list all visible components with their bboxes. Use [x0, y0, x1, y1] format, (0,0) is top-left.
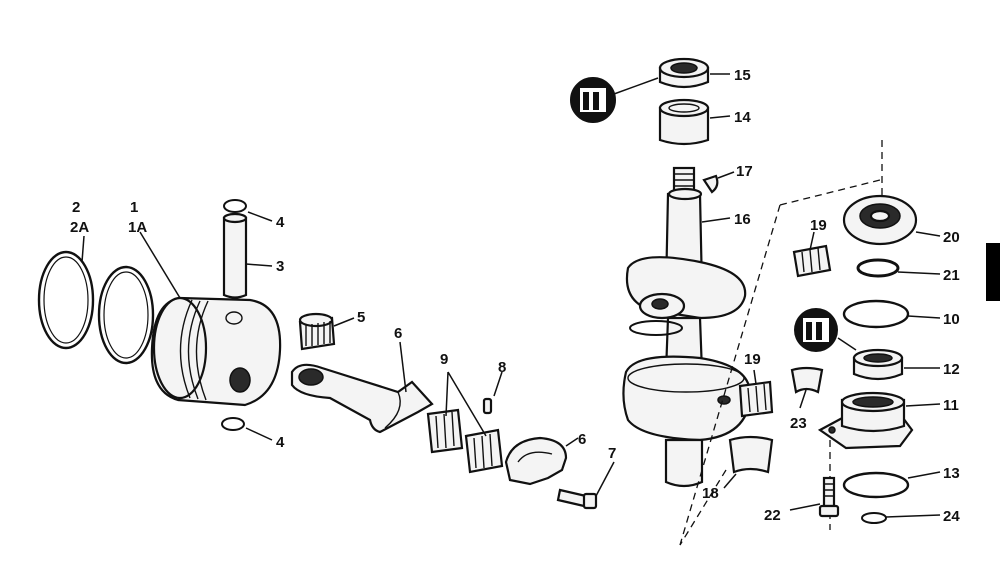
ball-bearing-20: [842, 194, 918, 246]
piston-ring-1: [97, 265, 155, 365]
bearing-liner-18: [728, 435, 774, 474]
piston-ring-2: [37, 250, 95, 350]
main-bearing-19-lower: [738, 380, 774, 418]
callout-6-rod: 6: [394, 325, 402, 342]
callout-2a: 2A: [70, 219, 89, 236]
retaining-clip-upper: [223, 199, 247, 213]
seal-symbol-icon: [570, 77, 616, 123]
rod-cap-screw: [556, 488, 598, 510]
piston: [150, 296, 282, 407]
callout-17: 17: [736, 163, 753, 180]
main-bearing-19-upper: [792, 244, 832, 278]
seal-symbol-icon-2: [794, 308, 838, 352]
callout-12: 12: [943, 361, 960, 378]
bearing-cage-9a: [426, 408, 464, 454]
crankshaft: [622, 166, 752, 488]
callout-19-lower: 19: [744, 351, 761, 368]
woodruff-key: [702, 174, 719, 194]
retaining-clip-lower: [221, 417, 245, 431]
housing-screw-22: [818, 476, 840, 518]
callout-1: 1: [130, 199, 138, 216]
callout-16: 16: [734, 211, 751, 228]
oil-seal-12: [852, 348, 904, 381]
callout-9: 9: [440, 351, 448, 368]
washer-24: [861, 512, 887, 524]
callout-14: 14: [734, 109, 751, 126]
leader-lines: [81, 73, 941, 518]
dowel-pin: [482, 397, 493, 415]
callout-3: 3: [276, 258, 284, 275]
callout-20: 20: [943, 229, 960, 246]
callout-13: 13: [943, 465, 960, 482]
bearing-cage-9b: [464, 428, 504, 474]
bearing-housing-11: [817, 391, 914, 450]
callout-15: 15: [734, 67, 751, 84]
callout-19-upper: 19: [810, 217, 827, 234]
callout-11: 11: [943, 397, 959, 414]
callout-10: 10: [943, 311, 960, 328]
callout-22: 22: [764, 507, 781, 524]
snap-ring-21: [856, 258, 900, 278]
callout-2: 2: [72, 199, 80, 216]
callout-4-upper: 4: [276, 214, 285, 231]
needle-bearing-5: [298, 312, 336, 351]
bearing-half-23: [790, 366, 824, 394]
callout-7: 7: [608, 445, 616, 462]
o-ring-13: [842, 471, 910, 499]
rod-cap: [504, 436, 568, 486]
callout-18: 18: [702, 485, 719, 502]
callout-4-lower: 4: [276, 434, 285, 451]
needle-bearing-14: [658, 98, 710, 146]
callout-23: 23: [790, 415, 807, 432]
connecting-rod: [290, 363, 434, 434]
oil-seal-15: [658, 57, 710, 89]
wrist-pin: [222, 212, 248, 299]
page-edge-tab: [986, 243, 1000, 301]
o-ring-10: [842, 299, 910, 329]
callout-5: 5: [357, 309, 365, 326]
callout-24: 24: [943, 508, 960, 525]
callout-8: 8: [498, 359, 506, 376]
callout-1a: 1A: [128, 219, 147, 236]
callout-6-cap: 6: [578, 431, 586, 448]
callout-21: 21: [943, 267, 960, 284]
